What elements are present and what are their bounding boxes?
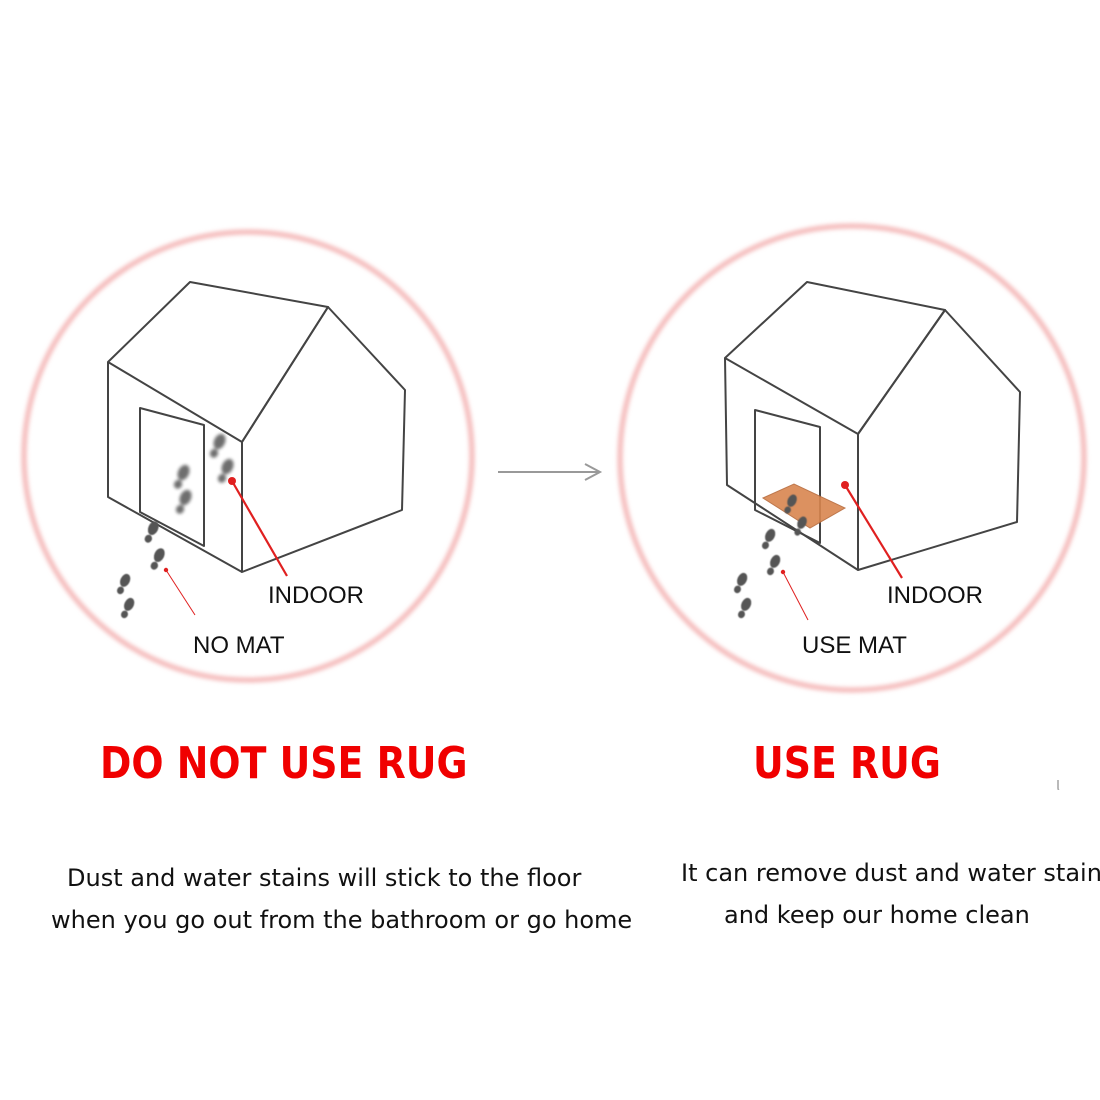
right-circle-ring [617, 223, 1087, 693]
left-indoor-label: INDOOR [268, 582, 364, 609]
mat-pointer-line [165, 569, 196, 616]
right-mat-label: USE MAT [802, 632, 907, 659]
stray-mark: ι [1056, 774, 1060, 794]
footprint-icon [114, 519, 167, 620]
right-indoor-label: INDOOR [887, 582, 983, 609]
left-panel [21, 229, 475, 683]
right-headline: USE RUG [753, 738, 941, 789]
right-panel [617, 223, 1087, 693]
house-outline-icon [107, 281, 406, 573]
left-description-line-1: Dust and water stains will stick to the … [67, 864, 582, 892]
left-description-line-2: when you go out from the bathroom or go … [51, 906, 633, 934]
right-description-line-2: and keep our home clean [724, 901, 1030, 929]
right-description-line-1: It can remove dust and water stains [681, 859, 1100, 887]
indoor-pointer-line [844, 484, 903, 579]
indoor-pointer-line [231, 480, 288, 577]
left-headline: DO NOT USE RUG [100, 738, 468, 789]
right-arrow-icon [498, 463, 603, 481]
house-outline-icon [724, 281, 1021, 571]
left-circle-ring [21, 229, 475, 683]
left-mat-label: NO MAT [193, 632, 285, 659]
door-mat-icon [761, 483, 847, 529]
mat-pointer-line [782, 571, 809, 621]
